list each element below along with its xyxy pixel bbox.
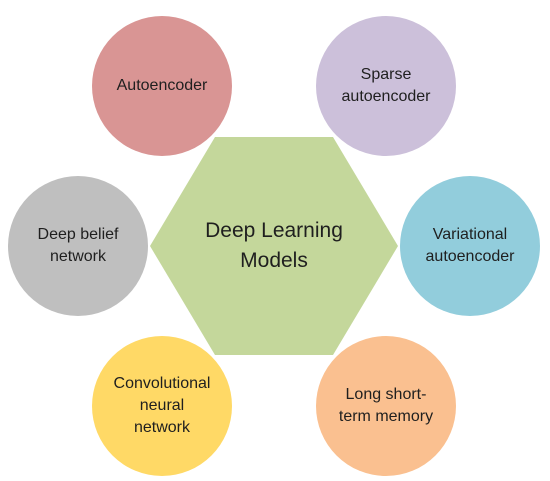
node-label-sparse-autoencoder: Sparse autoencoder <box>341 66 431 105</box>
node-label-convolutional-neural-network: Convolutional neural network <box>113 375 211 436</box>
node-circle-convolutional-neural-network <box>92 336 232 476</box>
node-circle-deep-belief-network <box>8 176 148 316</box>
node-circle-sparse-autoencoder <box>316 16 456 156</box>
node-label-deep-belief-network: Deep belief network <box>37 226 119 265</box>
node-circle-variational-autoencoder <box>400 176 540 316</box>
node-label-autoencoder: Autoencoder <box>116 77 208 94</box>
node-circle-long-short-term-memory <box>316 336 456 476</box>
center-label: Deep Learning Models <box>205 219 343 272</box>
node-label-variational-autoencoder: Variational autoencoder <box>425 226 515 265</box>
center-hexagon <box>150 137 398 355</box>
node-label-long-short-term-memory: Long short- term memory <box>338 386 434 425</box>
node-circle-autoencoder <box>92 16 232 156</box>
